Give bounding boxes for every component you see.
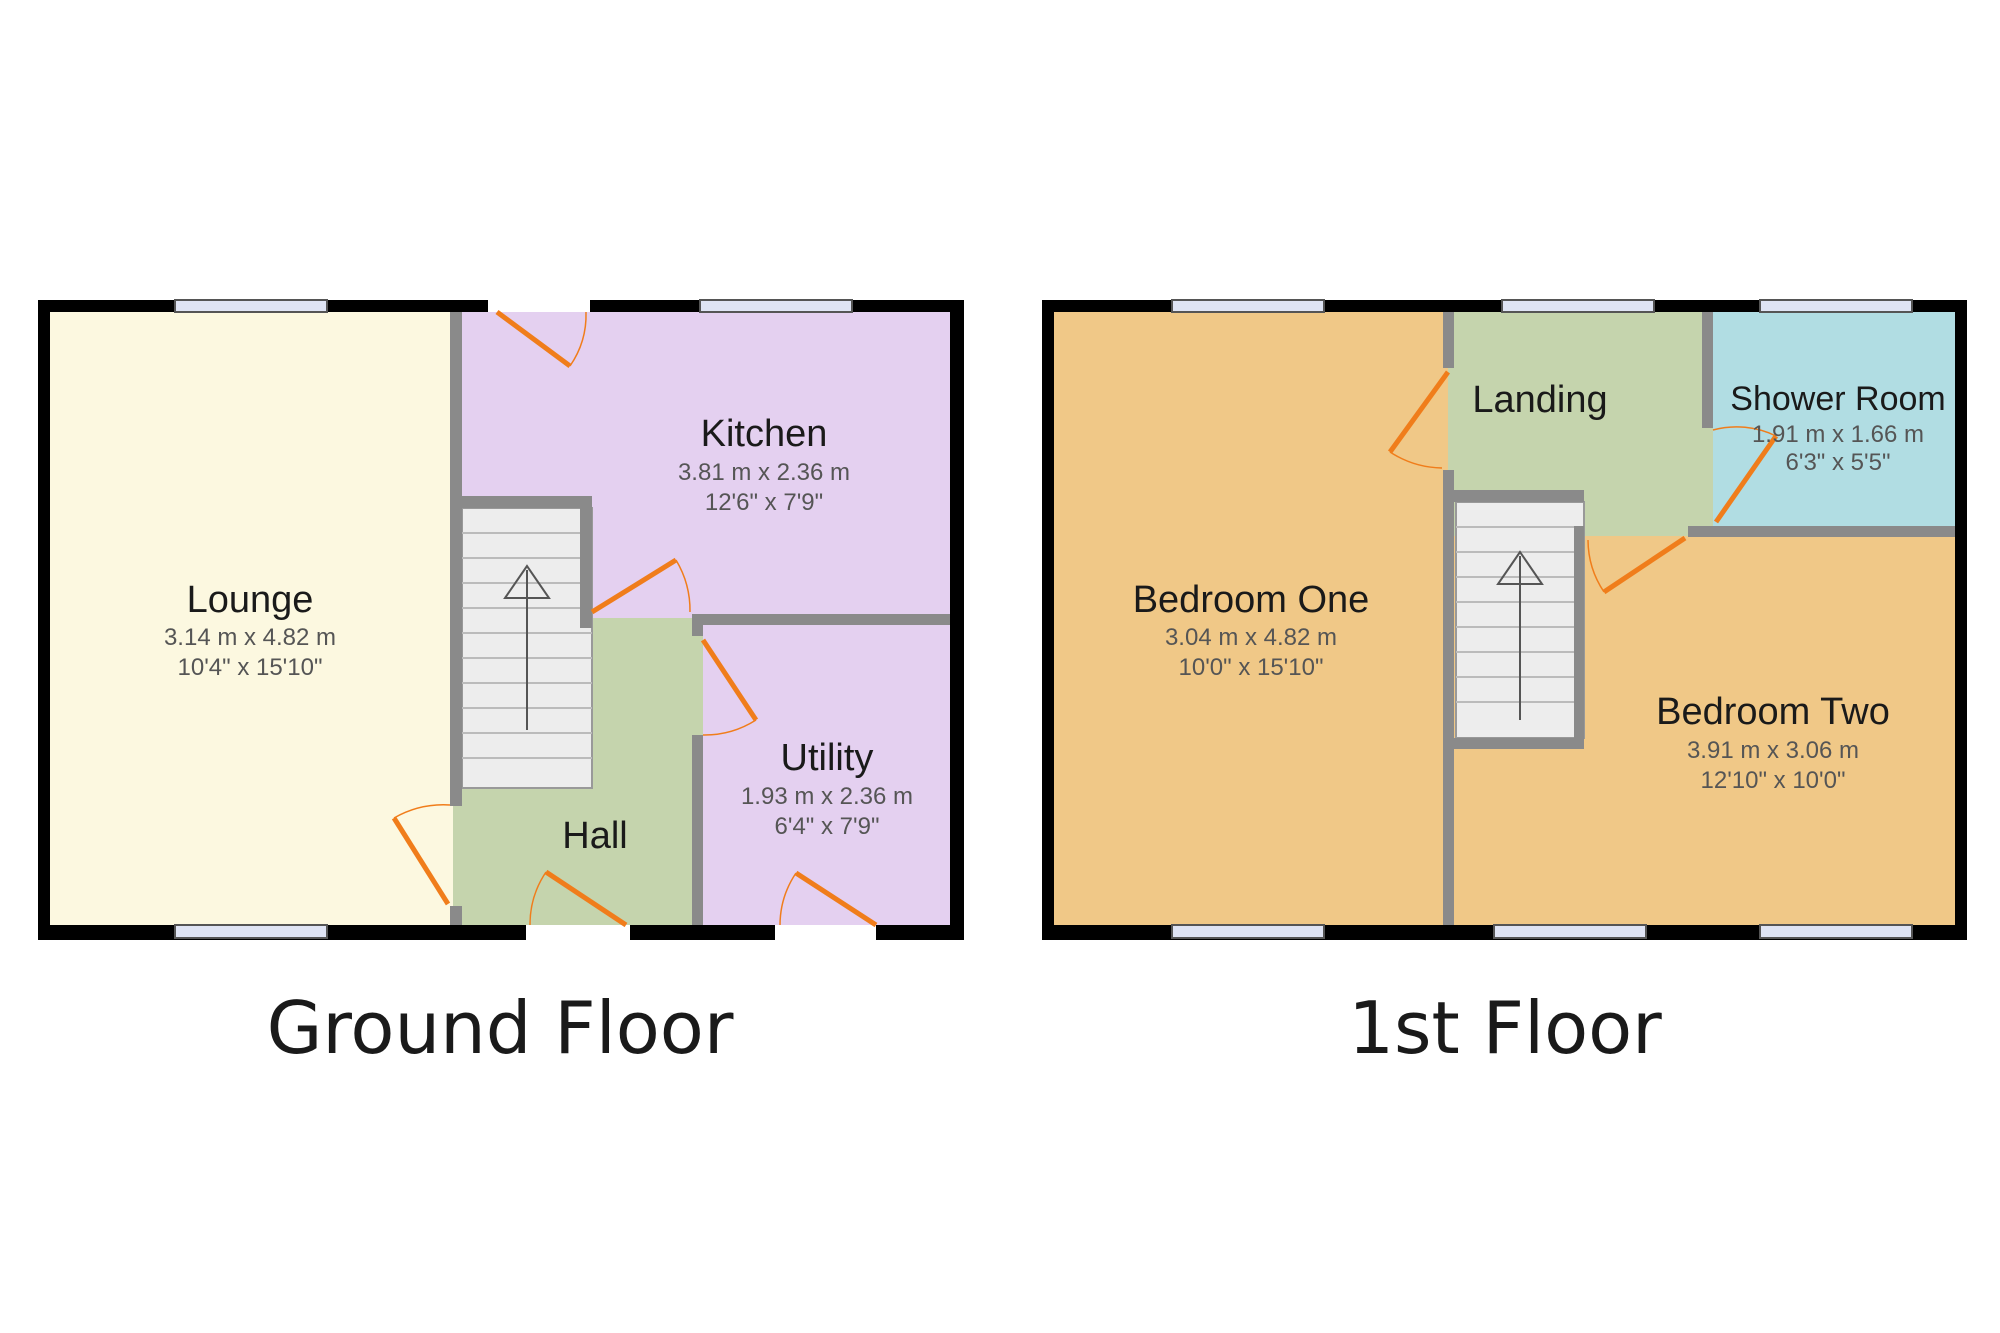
bedroom-one-area — [1054, 312, 1448, 925]
hall-label: Hall — [562, 815, 627, 857]
bedroom-two-dimensions-metric: 3.91 m x 3.06 m — [1687, 737, 1859, 764]
utility-dimensions-metric: 1.93 m x 2.36 m — [741, 783, 913, 810]
bedroom-two-window-left — [1493, 924, 1647, 939]
shower-room-label: Shower Room — [1730, 380, 1945, 418]
kitchen-label: Kitchen — [701, 413, 828, 455]
ground-stairs — [461, 507, 593, 789]
bedroom-one-window-bottom — [1171, 924, 1325, 939]
lounge-dimensions-imperial: 10'4" x 15'10" — [178, 654, 323, 681]
kitchen-dimensions-imperial: 12'6" x 7'9" — [705, 489, 823, 516]
first-floor-plan: Bedroom One 3.04 m x 4.82 m 10'0" x 15'1… — [1042, 299, 1967, 1070]
first-stairs — [1455, 501, 1585, 739]
bedroom-two-dimensions-imperial: 12'10" x 10'0" — [1701, 767, 1846, 794]
first-floor-title: 1st Floor — [1348, 986, 1662, 1070]
lounge-window-bottom — [174, 924, 328, 939]
first-windows — [1171, 299, 1913, 939]
ground-doors — [391, 309, 878, 928]
bedroom-one-label: Bedroom One — [1133, 579, 1370, 621]
shower-room-window — [1759, 299, 1913, 313]
shower-room-area — [1713, 312, 1955, 536]
bedroom-one-dimensions-metric: 3.04 m x 4.82 m — [1165, 624, 1337, 651]
lounge-label: Lounge — [187, 579, 314, 621]
bedroom-two-label: Bedroom Two — [1656, 691, 1890, 733]
ground-windows — [174, 299, 853, 939]
utility-area — [703, 625, 950, 925]
lounge-area — [50, 312, 453, 925]
utility-dimensions-imperial: 6'4" x 7'9" — [775, 813, 880, 840]
shower-room-dimensions-metric: 1.91 m x 1.66 m — [1752, 421, 1924, 448]
bedroom-two-window-right — [1759, 924, 1913, 939]
landing-label: Landing — [1472, 379, 1607, 421]
kitchen-window — [699, 299, 853, 313]
first-doors — [1387, 370, 1779, 595]
shower-room-dimensions-imperial: 6'3" x 5'5" — [1786, 449, 1891, 476]
landing-window — [1501, 299, 1655, 313]
first-inner-walls — [1443, 312, 1955, 925]
ground-floor-title: Ground Floor — [267, 986, 734, 1070]
lounge-dimensions-metric: 3.14 m x 4.82 m — [164, 624, 336, 651]
lounge-window-top — [174, 299, 328, 313]
bedroom-one-window-top — [1171, 299, 1325, 313]
kitchen-dimensions-metric: 3.81 m x 2.36 m — [678, 459, 850, 486]
utility-label: Utility — [781, 737, 874, 779]
ground-floor-plan: Lounge 3.14 m x 4.82 m 10'4" x 15'10" Ki… — [38, 299, 964, 1070]
ground-inner-walls — [450, 312, 950, 925]
bedroom-one-dimensions-imperial: 10'0" x 15'10" — [1179, 654, 1324, 681]
